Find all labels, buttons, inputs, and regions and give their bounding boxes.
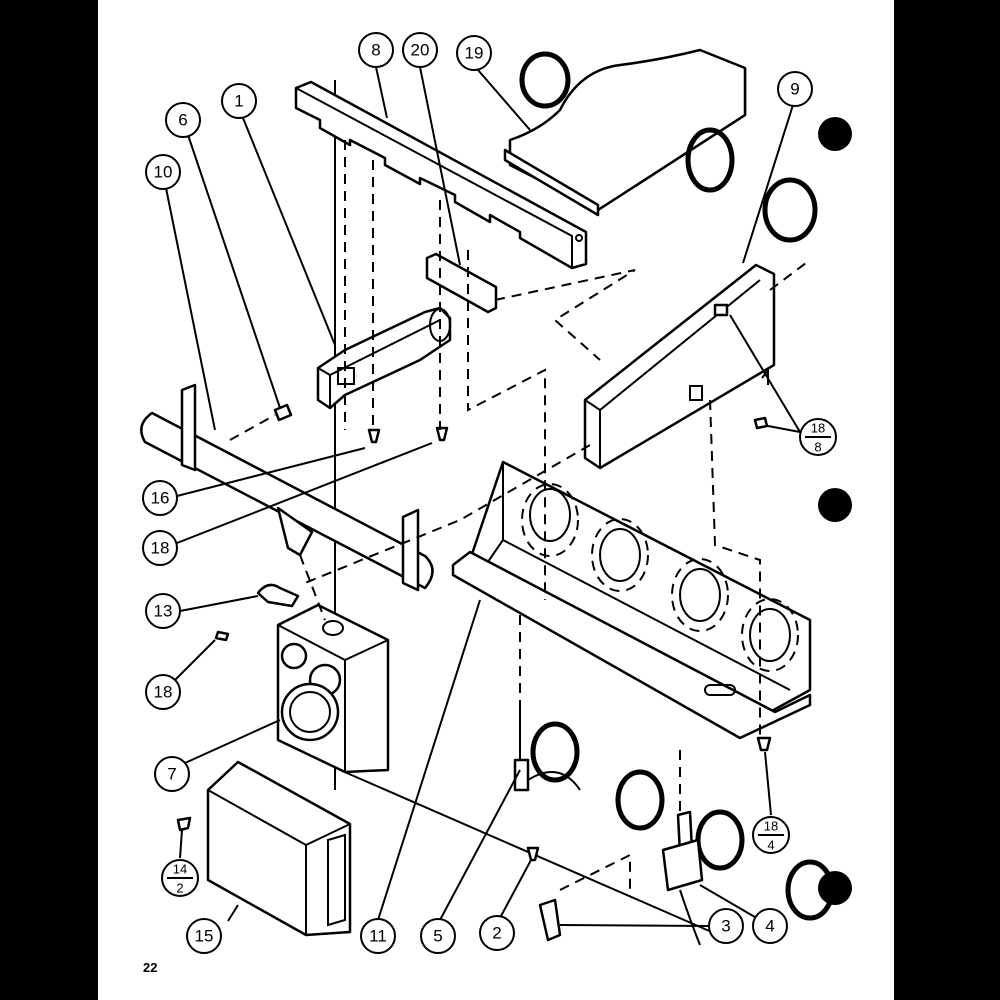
callout-18-over-4: 18 4 (752, 816, 790, 854)
leader-18-4 (764, 751, 772, 816)
leader-9 (742, 104, 794, 264)
svg-text:18: 18 (151, 539, 170, 558)
svg-text:8: 8 (371, 41, 380, 60)
leader-1 (242, 117, 336, 346)
callout-11: 11 (360, 918, 396, 954)
leader-19 (477, 69, 531, 131)
svg-text:3: 3 (721, 917, 730, 936)
part-4-igniter (661, 810, 704, 946)
svg-text:1: 1 (234, 92, 243, 111)
svg-text:4: 4 (767, 838, 774, 853)
leader-14-2 (179, 829, 183, 859)
leader-11 (377, 599, 481, 921)
callout-9: 9 (777, 71, 813, 107)
callout-6: 6 (165, 102, 201, 138)
callout-2: 2 (479, 915, 515, 951)
callout-4: 4 (752, 908, 788, 944)
part-3-igniter-bracket (538, 898, 562, 942)
callout-15: 15 (186, 918, 222, 954)
part-6-orifice (273, 403, 293, 422)
part-11-burner-tray (451, 460, 812, 740)
svg-text:13: 13 (154, 602, 173, 621)
screw-18-8-lower (753, 416, 769, 430)
leader-10 (165, 187, 216, 431)
svg-text:18: 18 (811, 421, 825, 436)
svg-text:10: 10 (154, 163, 173, 182)
part-9-manifold-bracket (583, 263, 776, 470)
svg-text:15: 15 (195, 927, 214, 946)
screw-14-2 (176, 816, 192, 832)
leader-13 (179, 595, 259, 612)
leader-8 (375, 66, 388, 119)
part-15-ignition-control (206, 760, 352, 937)
screw-18-4 (756, 736, 772, 752)
leader-3 (559, 924, 709, 927)
leader-18-8 (729, 314, 801, 433)
callout-18a: 18 (142, 530, 178, 566)
gasket-ring (695, 809, 745, 871)
leader-15 (227, 904, 239, 922)
punch-hole-top (818, 117, 852, 151)
callout-19: 19 (456, 35, 492, 71)
callout-16: 16 (142, 480, 178, 516)
leader-6 (187, 134, 281, 409)
callout-18b: 18 (145, 674, 181, 710)
gasket-ring (615, 769, 665, 831)
screw-18 (435, 426, 449, 442)
svg-text:14: 14 (173, 862, 187, 877)
part-20-small-bracket (425, 252, 498, 314)
leader-5 (439, 769, 521, 921)
leader-18a (176, 442, 433, 544)
svg-text:7: 7 (167, 765, 176, 784)
svg-text:11: 11 (369, 927, 387, 946)
callout-8: 8 (358, 32, 394, 68)
svg-text:20: 20 (411, 41, 430, 60)
gasket-ring (785, 859, 835, 921)
svg-text:6: 6 (178, 111, 187, 130)
svg-text:4: 4 (765, 917, 774, 936)
punch-hole-bottom (818, 871, 852, 905)
leader-4 (699, 884, 761, 921)
svg-text:16: 16 (151, 489, 170, 508)
part-2-screw (526, 846, 540, 862)
callout-13: 13 (145, 593, 181, 629)
callout-10: 10 (145, 154, 181, 190)
screw-16 (367, 428, 381, 444)
callout-1: 1 (221, 83, 257, 119)
leader-16 (176, 447, 366, 497)
svg-text:19: 19 (465, 44, 484, 63)
callout-20: 20 (402, 32, 438, 68)
svg-text:8: 8 (814, 440, 821, 455)
leader-20 (419, 66, 461, 266)
callout-14-over-2: 14 2 (161, 859, 199, 897)
svg-text:5: 5 (433, 927, 442, 946)
callout-5: 5 (420, 918, 456, 954)
part-13-clamp (256, 583, 300, 608)
svg-text:2: 2 (176, 881, 183, 896)
gasket-ring (530, 721, 580, 783)
page-number: 22 (143, 960, 157, 975)
leader-18b (174, 639, 216, 681)
part-7-gas-valve (276, 603, 390, 774)
leader-2 (499, 859, 532, 919)
leader-7 (184, 719, 281, 764)
svg-text:18: 18 (154, 683, 173, 702)
svg-text:9: 9 (790, 80, 799, 99)
part-1-burner (316, 306, 452, 410)
callout-3: 3 (708, 908, 744, 944)
punch-hole-middle (818, 488, 852, 522)
svg-text:18: 18 (764, 819, 778, 834)
callout-7: 7 (154, 756, 190, 792)
callout-18-over-8: 18 8 (799, 418, 837, 456)
part-19-cover-panel (503, 48, 818, 243)
screw-18-8-upper (713, 303, 729, 317)
screw-18-lower (214, 630, 230, 642)
svg-text:2: 2 (492, 924, 501, 943)
